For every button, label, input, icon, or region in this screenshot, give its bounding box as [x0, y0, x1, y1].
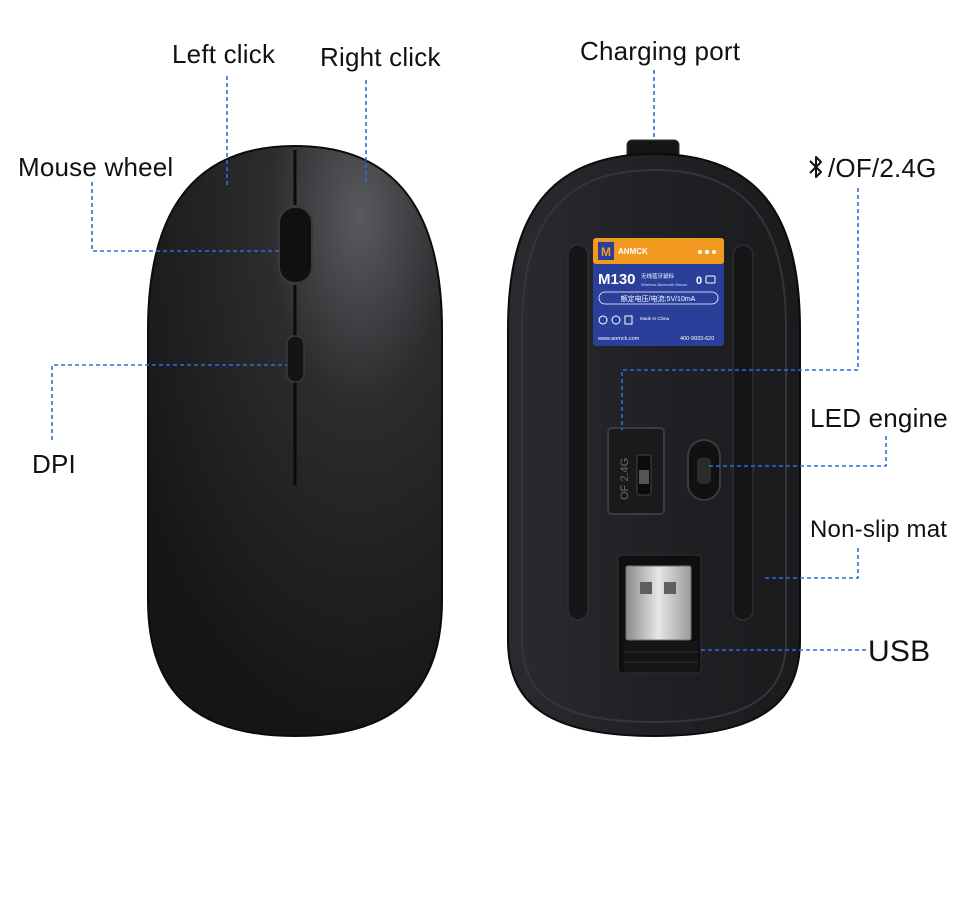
sticker-website: www.anmck.com — [597, 336, 640, 342]
mouse-wheel[interactable] — [278, 206, 313, 284]
mode-switch[interactable]: OF 2.4G — [607, 427, 665, 515]
mode-switch-text: /OF/2.4G — [828, 153, 937, 183]
leader-lines — [51, 70, 887, 651]
mouse-top-view — [147, 144, 443, 738]
mouse-bottom-view: M ANMCK M130 无线蓝牙鼠标 Wireless Bluetooth M… — [507, 139, 801, 738]
led-sensor — [687, 439, 721, 501]
label-right-click: Right click — [320, 42, 441, 72]
non-slip-mat-left — [567, 244, 589, 621]
sticker-brand: ANMCK — [618, 247, 648, 256]
recycle-icon — [611, 315, 621, 325]
brand-logo — [598, 242, 614, 260]
leader-non-slip-mat — [762, 548, 859, 579]
label-usb: USB — [868, 635, 931, 668]
non-slip-mat-right — [732, 244, 754, 621]
label-mode-switch: /OF/2.4G — [806, 154, 937, 181]
bin-icon — [624, 315, 633, 325]
sticker-cn-name: 无线蓝牙鼠标 — [641, 272, 675, 280]
usb-receiver[interactable] — [617, 554, 702, 674]
leader-dpi — [51, 364, 287, 440]
sticker-rating-box — [598, 291, 719, 305]
sticker-model: M130 — [598, 271, 636, 288]
sticker-rating: 额定电压/电流:5V/10mA — [621, 294, 696, 303]
label-left-click: Left click — [172, 39, 276, 69]
sticker-en-name: Wireless Bluetooth Mouse — [641, 282, 688, 287]
product-sticker: M ANMCK M130 无线蓝牙鼠标 Wireless Bluetooth M… — [593, 238, 724, 346]
sticker-zero: 0 — [696, 275, 702, 287]
bluetooth-icon — [809, 156, 822, 178]
cert-icon — [598, 315, 608, 325]
label-non-slip-mat: Non-slip mat — [810, 516, 948, 543]
sticker-phone: 400-9933-620 — [680, 336, 714, 342]
label-charging-port: Charging port — [580, 36, 741, 66]
leader-mouse-wheel — [91, 182, 279, 252]
leader-mode-switch — [621, 188, 859, 430]
sticker-made-in: Made in China — [640, 316, 670, 321]
svg-text:M: M — [601, 245, 611, 259]
label-led-engine: LED engine — [810, 403, 948, 433]
label-dpi: DPI — [32, 449, 76, 479]
dpi-button[interactable] — [286, 335, 305, 383]
label-mouse-wheel: Mouse wheel — [18, 152, 174, 182]
switch-label: OF 2.4G — [619, 458, 631, 500]
leader-led-engine — [706, 436, 887, 467]
